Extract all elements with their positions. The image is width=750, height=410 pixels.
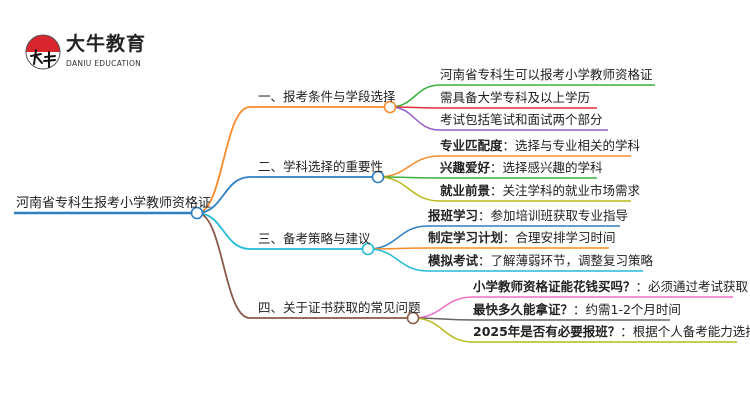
root-node[interactable]: 河南省专科生报考小学教师资格证 xyxy=(16,196,212,211)
branch-collapse-toggle[interactable] xyxy=(371,170,385,184)
leaf-connector xyxy=(377,176,631,202)
branch-connector xyxy=(196,212,413,319)
leaf-node[interactable]: 兴趣爱好：选择感兴趣的学科 xyxy=(440,160,603,176)
root-collapse-toggle[interactable] xyxy=(190,206,204,220)
leaf-text: 需具备大学专科及以上学历 xyxy=(440,90,591,105)
leaf-node[interactable]: 考试包括笔试和面试两个部分 xyxy=(440,112,603,128)
leaf-text: ：关注学科的就业市场需求 xyxy=(490,183,641,198)
leaf-connector xyxy=(389,84,655,108)
leaf-connector xyxy=(367,247,609,250)
brand-subtitle: DANIU EDUCATION xyxy=(66,59,142,68)
leaf-node[interactable]: 就业前景：关注学科的就业市场需求 xyxy=(440,183,640,199)
branch-node[interactable]: 四、关于证书获取的常见问题 xyxy=(258,300,421,315)
branch-collapse-toggle[interactable] xyxy=(406,311,420,325)
leaf-node[interactable]: 河南省专科生可以报考小学教师资格证 xyxy=(440,67,653,83)
leaf-text: 考试包括笔试和面试两个部分 xyxy=(440,112,603,127)
leaf-text: ：根据个人备考能力选择 xyxy=(620,324,750,339)
leaf-connector xyxy=(377,176,597,179)
leaf-node[interactable]: 制定学习计划：合理安排学习时间 xyxy=(428,230,616,246)
leaf-text: 河南省专科生可以报考小学教师资格证 xyxy=(440,67,653,82)
leaf-node[interactable]: 专业匹配度：选择与专业相关的学科 xyxy=(440,138,640,154)
branch-collapse-toggle[interactable] xyxy=(383,100,397,114)
leaf-connector xyxy=(412,296,733,319)
leaf-keyword: 最快多久能拿证？ xyxy=(473,302,574,317)
leaf-keyword: 专业匹配度 xyxy=(440,138,503,153)
leaf-text: ：选择与专业相关的学科 xyxy=(502,138,641,153)
leaf-connector xyxy=(389,106,608,131)
leaf-keyword: 兴趣爱好 xyxy=(440,160,491,175)
leaf-connector xyxy=(367,225,620,250)
leaf-keyword: 制定学习计划 xyxy=(428,230,504,245)
leaf-keyword: 就业前景 xyxy=(440,183,491,198)
leaf-text: ：选择感兴趣的学科 xyxy=(490,160,603,175)
branch-node[interactable]: 二、学科选择的重要性 xyxy=(258,159,384,174)
leaf-connector xyxy=(412,317,737,343)
logo-icon xyxy=(22,30,64,72)
leaf-connector xyxy=(377,155,631,178)
leaf-text: ：必须通过考试获取 xyxy=(635,279,749,294)
leaf-connector xyxy=(367,248,643,272)
leaf-connector xyxy=(389,106,597,109)
leaf-keyword: 2025年是否有必要报班？ xyxy=(473,324,621,339)
leaf-node[interactable]: 最快多久能拿证？：约需1-2个月时间 xyxy=(473,302,681,318)
branch-collapse-toggle[interactable] xyxy=(361,242,375,256)
leaf-text: ：合理安排学习时间 xyxy=(503,230,616,245)
leaf-node[interactable]: 报班学习：参加培训班获取专业指导 xyxy=(428,208,628,224)
branch-node[interactable]: 三、备考策略与建议 xyxy=(258,231,371,246)
leaf-text: ：了解薄弱环节，调整复习策略 xyxy=(478,253,654,268)
brand-name: 大牛教育 xyxy=(66,33,147,55)
leaf-keyword: 模拟考试 xyxy=(428,253,479,268)
leaf-text: ：参加培训班获取专业指导 xyxy=(478,208,629,223)
leaf-connector xyxy=(412,317,670,321)
leaf-node[interactable]: 需具备大学专科及以上学历 xyxy=(440,90,590,106)
branch-connector xyxy=(196,212,368,250)
leaf-text: ：约需1-2个月时间 xyxy=(573,302,681,317)
branch-connector xyxy=(196,106,390,214)
leaf-node[interactable]: 小学教师资格证能花钱买吗？：必须通过考试获取 xyxy=(473,279,748,295)
leaf-node[interactable]: 2025年是否有必要报班？：根据个人备考能力选择 xyxy=(473,324,750,340)
branch-node[interactable]: 一、报考条件与学段选择 xyxy=(258,89,396,104)
leaf-keyword: 小学教师资格证能花钱买吗？ xyxy=(473,279,636,294)
branch-connector xyxy=(196,176,378,214)
leaf-keyword: 报班学习 xyxy=(428,208,479,223)
leaf-node[interactable]: 模拟考试：了解薄弱环节，调整复习策略 xyxy=(428,253,653,269)
